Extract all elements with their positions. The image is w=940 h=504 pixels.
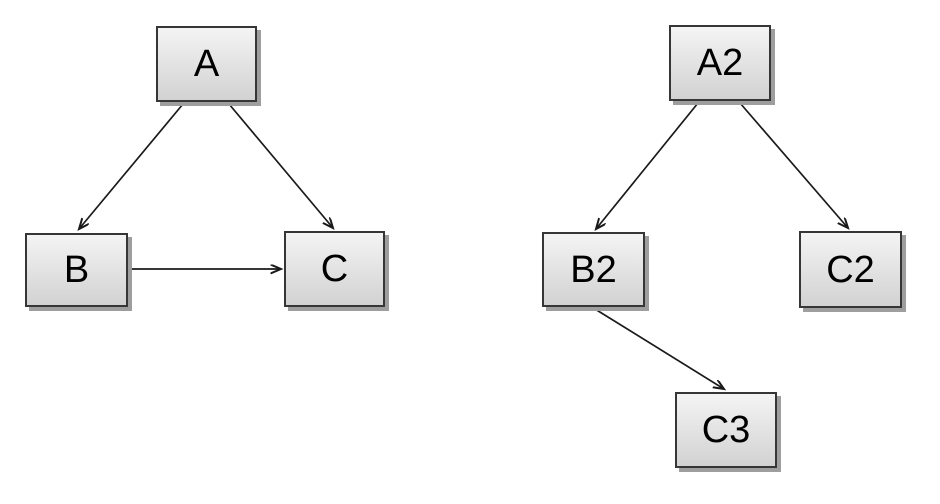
node-B: B — [25, 233, 128, 307]
node-C3: C3 — [675, 392, 777, 468]
node-label-C3: C3 — [701, 409, 751, 451]
node-A2: A2 — [669, 25, 771, 101]
node-label-B2: B2 — [570, 248, 617, 291]
node-C2: C2 — [799, 231, 902, 308]
node-label-C: C — [320, 248, 349, 290]
edge-A2-to-B2 — [596, 102, 699, 229]
node-label-C2: C2 — [826, 248, 875, 291]
node-label-A2: A2 — [696, 42, 744, 84]
edge-A-to-C — [228, 103, 333, 228]
edge-A2-to-C2 — [739, 102, 848, 228]
node-label-A: A — [193, 43, 220, 85]
node-label-B: B — [63, 249, 90, 291]
edge-A-to-B — [79, 103, 184, 229]
node-A: A — [156, 26, 257, 102]
edge-B2-to-C3 — [594, 308, 724, 389]
node-B2: B2 — [542, 232, 645, 307]
node-C: C — [284, 231, 385, 307]
